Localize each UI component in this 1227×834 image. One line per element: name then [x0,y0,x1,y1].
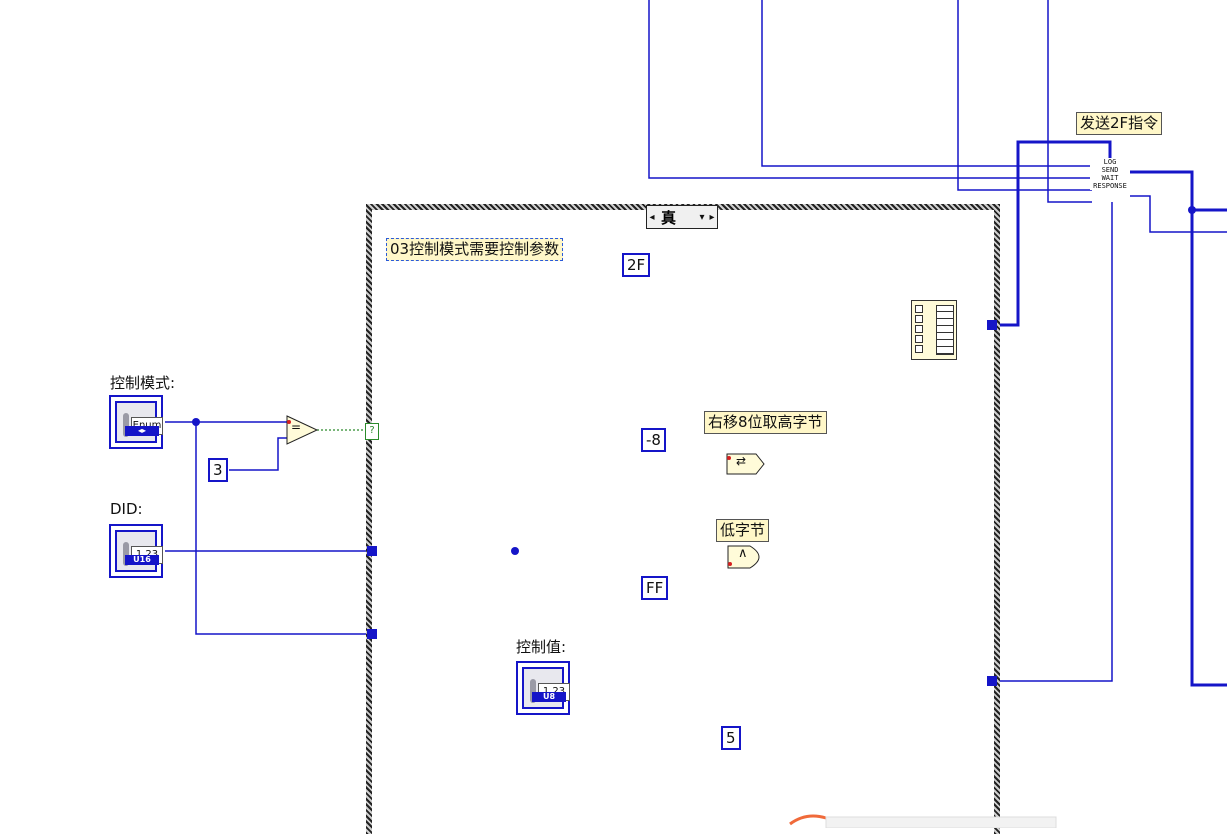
ctrl-value-label: 控制值: [516,638,567,656]
case-dropdown-arrow[interactable]: ▾ [699,211,705,223]
mode-control-bezel: Enum ◂▸ [115,401,163,443]
equal-symbol: = [291,420,302,434]
tunnel-output-array[interactable] [987,320,997,330]
shift-node[interactable] [726,452,766,476]
tunnel-mode[interactable] [367,629,377,639]
const-ff[interactable]: FF [641,576,669,600]
and-symbol: ∧ [738,546,748,561]
did-type-tag: U16 [125,555,159,565]
case-structure-diagram [372,210,994,834]
comment-send-2f[interactable]: 发送2F指令 [1076,112,1163,135]
wire [761,0,1092,167]
case-prev-arrow[interactable]: ◂ [649,211,655,223]
send-subvi-terminals[interactable]: LOG SEND WAIT RESPONSE [1090,158,1130,206]
comment-low-byte[interactable]: 低字节 [716,519,770,542]
tunnel-did[interactable] [367,546,377,556]
case-selector-value: 真 [661,208,677,227]
partial-window-edge [789,814,1057,828]
wire [648,0,1092,179]
wire-junction [192,418,200,426]
comment-shift-high[interactable]: 右移8位取高字节 [704,411,827,434]
did-control-bezel: 1.23 U16 [115,530,163,572]
grip-icon [123,542,129,566]
build-array-node[interactable] [911,300,957,360]
case-selector-terminal[interactable]: ? [365,423,379,440]
ctrl-value-control[interactable]: 1.23 U8 [516,661,570,715]
wire [1130,195,1227,233]
wire-junction [511,547,519,555]
grip-icon [123,413,129,437]
terminal-log[interactable]: LOG [1090,158,1130,166]
build-array-input[interactable] [915,335,923,343]
terminal-response[interactable]: RESPONSE [1090,182,1130,190]
did-control[interactable]: 1.23 U16 [109,524,163,578]
const-three[interactable]: 3 [208,458,228,482]
const-five[interactable]: 5 [721,726,741,750]
ctrl-value-bezel: 1.23 U8 [522,667,570,709]
and-node[interactable] [726,544,770,570]
wire-junction [1188,206,1196,214]
wire [957,0,1092,191]
terminal-wait[interactable]: WAIT [1090,174,1130,182]
build-array-input[interactable] [915,345,923,353]
ctrl-value-type-tag: U8 [532,692,566,702]
terminal-send[interactable]: SEND [1090,166,1130,174]
case-next-arrow[interactable]: ▸ [709,211,715,223]
build-array-input[interactable] [915,315,923,323]
const-2f[interactable]: 2F [622,253,651,277]
case-selector[interactable]: ◂ 真 ▾ ▸ [646,205,718,229]
grip-icon [530,679,536,703]
mode-control[interactable]: Enum ◂▸ [109,395,163,449]
wire [1047,0,1092,203]
equal-node[interactable] [285,414,319,446]
build-array-input[interactable] [915,325,923,333]
mode-label: 控制模式: [110,374,176,392]
comment-mode03[interactable]: 03控制模式需要控制参数 [386,238,564,261]
tunnel-wait[interactable] [987,676,997,686]
case-structure[interactable] [366,204,1000,834]
enum-tag: ◂▸ [125,426,159,436]
shift-symbol: ⇄ [736,454,747,468]
build-array-input[interactable] [915,305,923,313]
const-neg8[interactable]: -8 [641,428,666,452]
did-label: DID: [110,500,143,518]
array-icon [936,305,954,355]
